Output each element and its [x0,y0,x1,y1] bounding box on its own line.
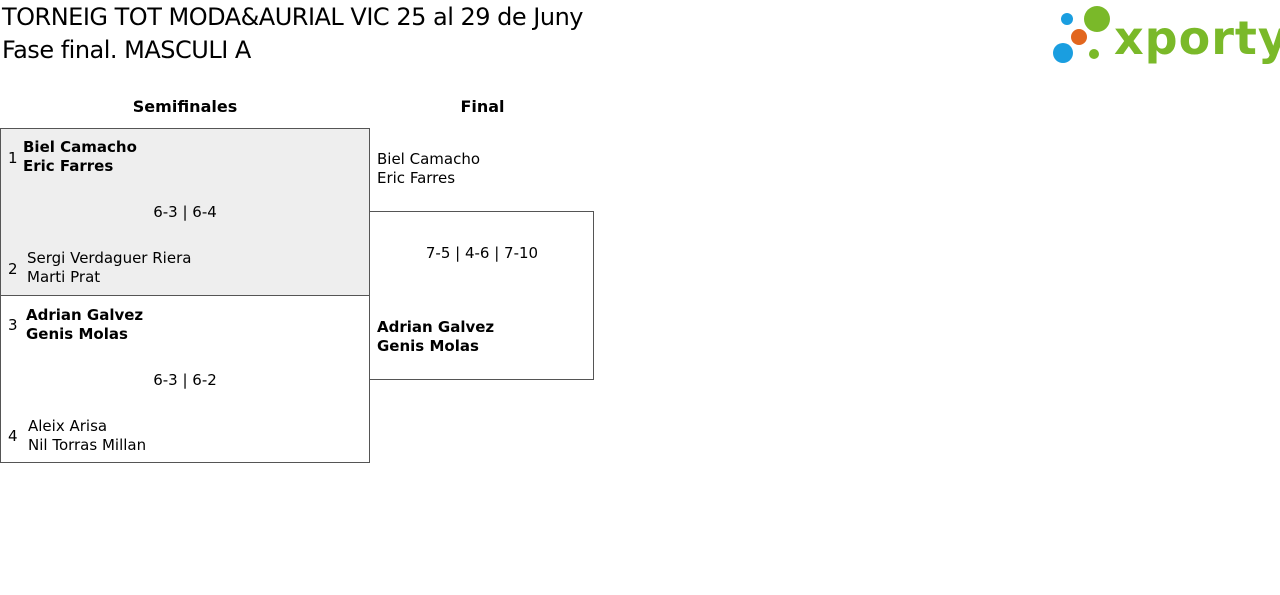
semifinal-match-1[interactable]: 1 Biel Camacho Eric Farres 6-3 | 6-4 2 S… [0,128,370,296]
team-bottom: Sergi Verdaguer Riera Marti Prat [27,249,191,287]
player-name: Aleix Arisa [28,417,108,435]
final-team-bottom-winner: Adrian Galvez Genis Molas [377,318,494,356]
seed-number: 4 [8,427,18,445]
team-top-winner: Biel Camacho Eric Farres [23,138,137,176]
player-name: Sergi Verdaguer Riera [27,249,192,267]
seed-number: 2 [8,260,18,278]
player-name: Eric Farres [23,157,114,175]
semifinal-match-2[interactable]: 3 Adrian Galvez Genis Molas 6-3 | 6-2 4 … [0,295,370,463]
logo-dot-blue-large [1053,43,1073,63]
team-bottom: Aleix Arisa Nil Torras Millan [28,417,146,455]
final-match[interactable] [370,211,594,380]
xporty-logo[interactable]: xporty [1050,2,1280,70]
logo-dot-green-small [1089,49,1099,59]
seed-number: 3 [8,316,18,334]
logo-dot-blue-small [1061,13,1073,25]
column-header-semifinals: Semifinales [132,97,238,116]
player-name: Biel Camacho [23,138,137,156]
team-top-winner: Adrian Galvez Genis Molas [26,306,143,344]
seed-number: 1 [8,149,18,167]
player-name: Eric Farres [377,169,456,187]
player-name: Adrian Galvez [377,318,495,336]
logo-dot-green [1084,6,1110,32]
match-score: 6-3 | 6-4 [153,203,217,221]
page-subtitle: Fase final. MASCULI A [2,36,251,64]
player-name: Genis Molas [26,325,128,343]
match-score: 6-3 | 6-2 [153,371,217,389]
final-team-top: Biel Camacho Eric Farres [377,150,480,188]
page-title: TORNEIG TOT MODA&AURIAL VIC 25 al 29 de … [2,3,584,31]
logo-dot-orange [1071,29,1087,45]
player-name: Adrian Galvez [26,306,144,324]
column-header-final: Final [460,97,505,116]
player-name: Biel Camacho [377,150,481,168]
final-score: 7-5 | 4-6 | 7-10 [425,244,539,262]
player-name: Marti Prat [27,268,101,286]
player-name: Nil Torras Millan [28,436,147,454]
player-name: Genis Molas [377,337,479,355]
logo-text: xporty [1114,11,1280,65]
